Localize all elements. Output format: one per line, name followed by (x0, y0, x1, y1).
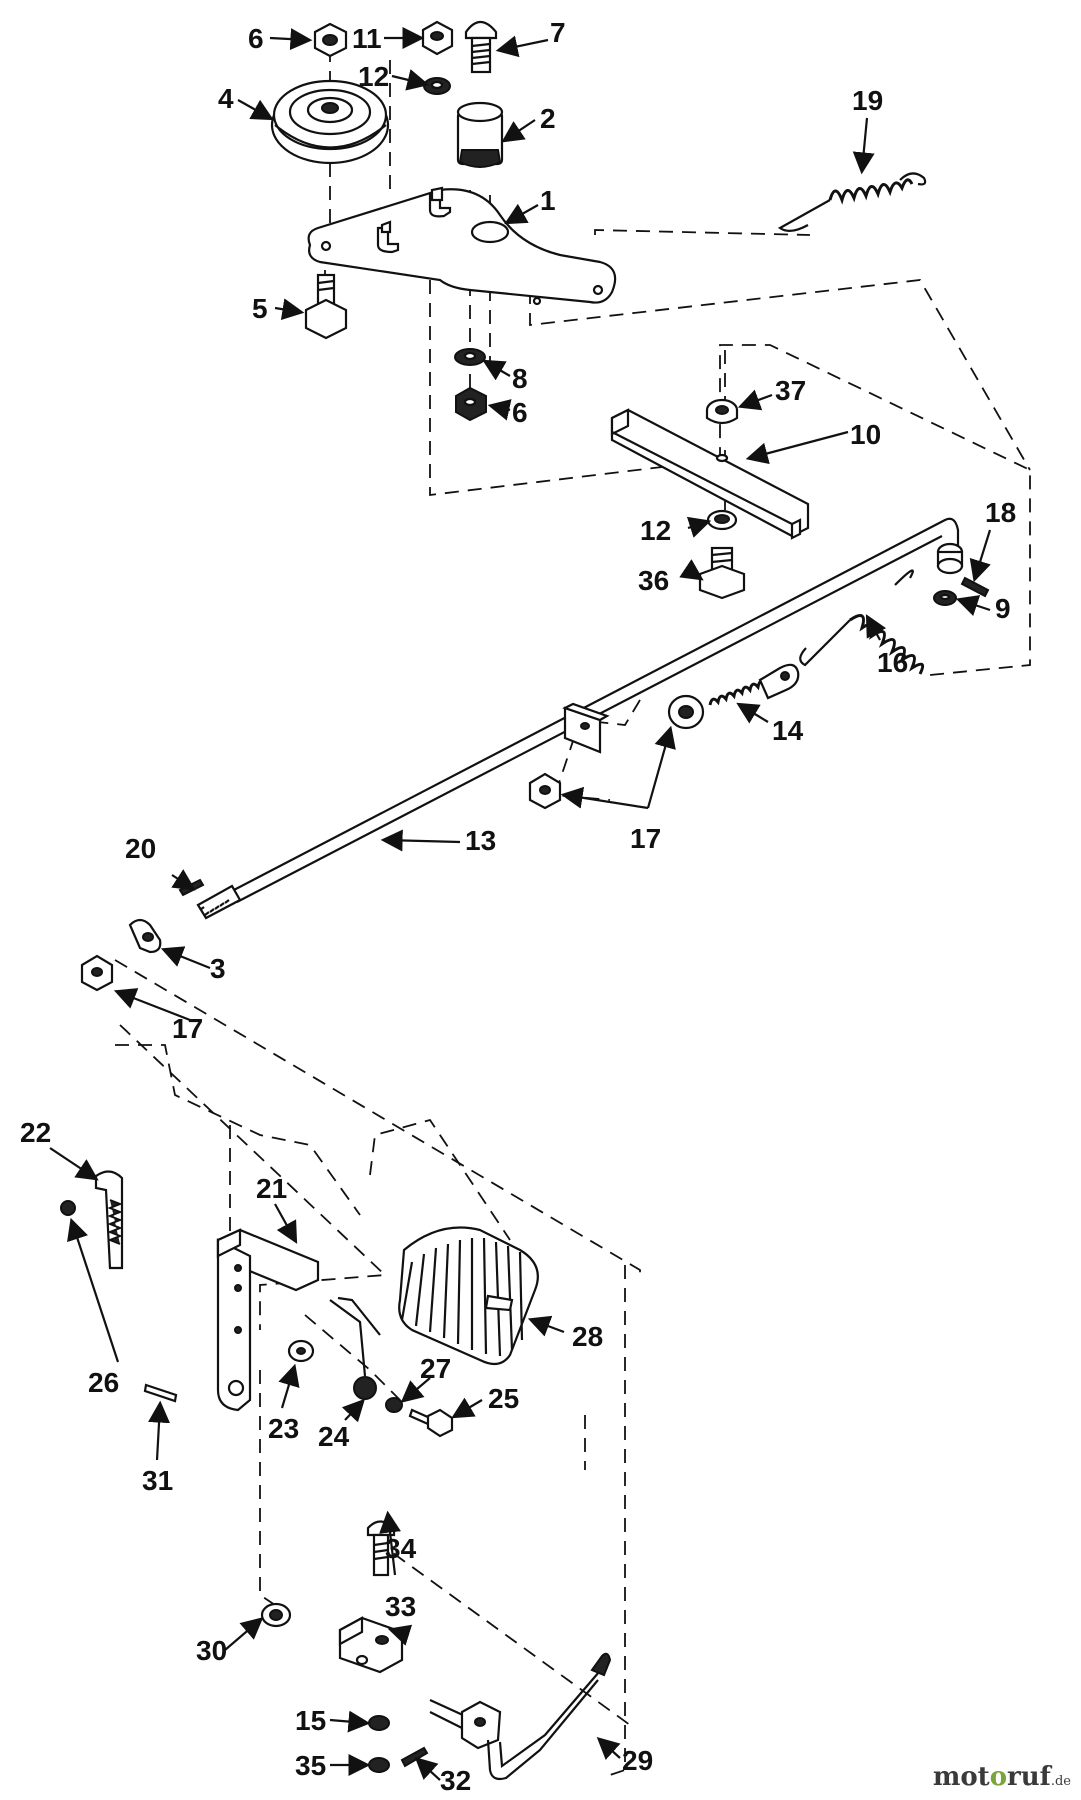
part-washer-9 (933, 590, 957, 606)
label-17-low: 17 (172, 1013, 203, 1044)
label-15: 15 (295, 1705, 326, 1736)
label-1: 1 (540, 185, 556, 216)
part-pin-32 (400, 1746, 429, 1768)
part-hex-bolt (304, 273, 348, 340)
part-adjuster-14 (708, 663, 800, 706)
label-16: 16 (877, 647, 908, 678)
part-nut-26 (60, 1200, 76, 1216)
part-pin-18 (960, 576, 990, 598)
part-washer-top (423, 77, 451, 95)
label-14: 14 (772, 715, 804, 746)
part-spring-19 (777, 172, 927, 232)
label-12-mid: 12 (640, 515, 671, 546)
part-carriage-bolt (464, 20, 498, 74)
part-hex-nut-top (313, 22, 348, 58)
part-spring-16 (799, 569, 925, 675)
label-3: 3 (210, 953, 226, 984)
label-5: 5 (252, 293, 268, 324)
part-spacer-23 (287, 1339, 315, 1363)
part-trunnion-3 (128, 918, 162, 954)
part-control-rod (196, 517, 960, 920)
label-36: 36 (638, 565, 669, 596)
motoruf-watermark-logo: motoruf.de (932, 1762, 1071, 1792)
part-bushing-30 (260, 1602, 292, 1628)
label-18: 18 (985, 497, 1016, 528)
part-lock-nut (421, 20, 454, 56)
label-22: 22 (20, 1117, 51, 1148)
label-6-mid: 6 (512, 397, 528, 428)
label-37: 37 (775, 375, 806, 406)
label-2: 2 (540, 103, 556, 134)
part-washer-35 (368, 1757, 390, 1773)
part-spacer-17 (667, 694, 705, 730)
label-20: 20 (125, 833, 156, 864)
part-pulley (270, 79, 390, 165)
part-washer-12b (706, 509, 738, 531)
label-9: 9 (995, 593, 1011, 624)
label-29: 29 (622, 1745, 653, 1776)
part-washer-27 (385, 1397, 403, 1413)
part-spacer (456, 101, 504, 168)
label-12-top: 12 (358, 61, 389, 92)
part-hex-nut-6 (455, 386, 487, 422)
label-6-top: 6 (248, 23, 264, 54)
label-7: 7 (550, 17, 566, 48)
part-bolt-36 (698, 546, 746, 600)
part-pedal-bracket-21 (216, 1228, 320, 1412)
part-number-labels: 6 11 12 7 4 2 1 19 5 8 6 37 10 18 12 36 … (20, 17, 1016, 1796)
label-35: 35 (295, 1750, 326, 1781)
label-27: 27 (420, 1353, 451, 1384)
label-8: 8 (512, 363, 528, 394)
part-block-33 (338, 1616, 404, 1674)
label-25: 25 (488, 1383, 519, 1414)
label-17-mid: 17 (630, 823, 661, 854)
label-28: 28 (572, 1321, 603, 1352)
label-33: 33 (385, 1591, 416, 1622)
label-4: 4 (218, 83, 234, 114)
part-idler-bracket (307, 186, 617, 306)
label-23: 23 (268, 1413, 299, 1444)
part-nut-17b (80, 954, 114, 992)
label-10: 10 (850, 419, 881, 450)
label-30: 30 (196, 1635, 227, 1666)
label-32: 32 (440, 1765, 471, 1796)
part-torsion-spring-24 (329, 1296, 381, 1400)
label-13: 13 (465, 825, 496, 856)
part-mounting-bar (610, 408, 810, 540)
part-pedal-pad-28 (398, 1226, 539, 1366)
leader-arrows (49, 27, 992, 1781)
part-bolt-25 (408, 1408, 454, 1438)
label-34: 34 (385, 1533, 417, 1564)
part-nut-17a (528, 772, 562, 810)
label-26: 26 (88, 1367, 119, 1398)
part-pedal-arm-29 (429, 1652, 612, 1781)
part-ratchet-22 (94, 1170, 124, 1270)
label-24: 24 (318, 1421, 350, 1452)
label-19: 19 (852, 85, 883, 116)
part-washer-8 (454, 348, 486, 366)
part-washer-15 (368, 1715, 390, 1731)
part-pin-31 (143, 1383, 178, 1403)
label-31: 31 (142, 1465, 173, 1496)
label-11: 11 (352, 23, 382, 54)
part-spacer-37 (705, 398, 739, 425)
label-21: 21 (256, 1173, 287, 1204)
part-rod-end-bushing (936, 542, 964, 575)
